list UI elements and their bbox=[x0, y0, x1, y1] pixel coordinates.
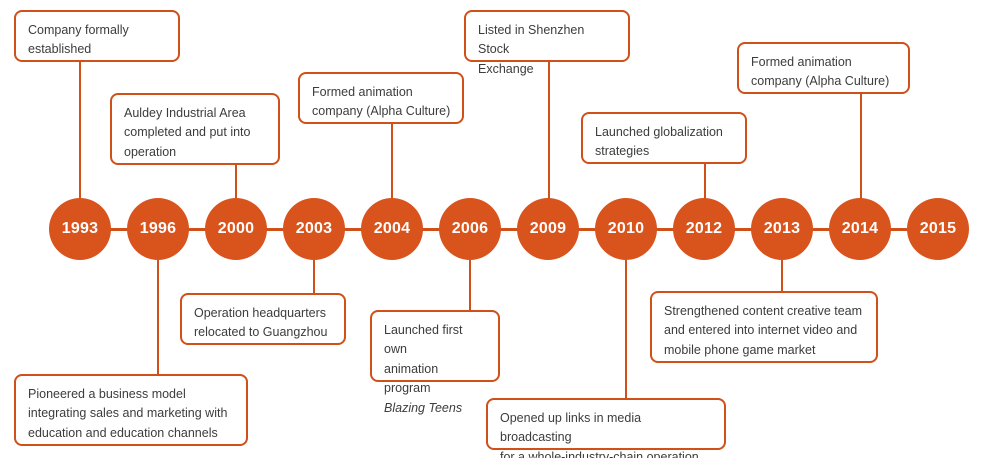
year-label: 1993 bbox=[61, 220, 99, 237]
year-label: 1996 bbox=[139, 220, 177, 237]
callout-line: Launched globalization bbox=[595, 125, 723, 139]
year-node-2006[interactable]: 2006 bbox=[439, 198, 501, 260]
year-node-2000[interactable]: 2000 bbox=[205, 198, 267, 260]
year-node-2013[interactable]: 2013 bbox=[751, 198, 813, 260]
callout-line: strategies bbox=[595, 144, 650, 159]
callout-line: completed and put into bbox=[124, 125, 251, 140]
callout-line: Auldey Industrial Area bbox=[124, 106, 246, 120]
callout-blazing-teens[interactable]: Launched first own animation program Bla… bbox=[370, 310, 500, 415]
callout-line: education and education channels bbox=[28, 425, 218, 440]
year-node-2004[interactable]: 2004 bbox=[361, 198, 423, 260]
callout-alpha-culture-2004[interactable]: Formed animation company (Alpha Culture) bbox=[298, 72, 464, 124]
callout-line: animation program bbox=[384, 361, 439, 396]
callout-shenzhen-listing[interactable]: Listed in Shenzhen Stock Exchange bbox=[464, 10, 630, 76]
callout-line: Operation headquarters bbox=[194, 306, 327, 320]
connector-stem-2006 bbox=[469, 260, 471, 310]
year-node-2003[interactable]: 2003 bbox=[283, 198, 345, 260]
callout-line: integrating sales and marketing with bbox=[28, 406, 228, 421]
connector-stem-1996 bbox=[157, 260, 159, 374]
year-node-2010[interactable]: 2010 bbox=[595, 198, 657, 260]
year-label: 2015 bbox=[919, 220, 957, 237]
connector-stem-2010 bbox=[625, 260, 627, 398]
callout-line: for a whole-industry-chain operation bbox=[500, 449, 699, 458]
callout-line: Opened up links in media broadcasting bbox=[500, 411, 642, 445]
callout-line: Company formally bbox=[28, 23, 129, 37]
callout-line-italic: Blazing Teens bbox=[384, 400, 463, 415]
connector-stem-1993 bbox=[79, 62, 81, 199]
year-node-2009[interactable]: 2009 bbox=[517, 198, 579, 260]
year-label: 2006 bbox=[451, 220, 489, 237]
callout-line: Formed animation bbox=[312, 85, 413, 99]
connector-stem-2009 bbox=[548, 62, 550, 199]
year-label: 2003 bbox=[295, 220, 333, 237]
callout-hq-relocated[interactable]: Operation headquarters relocated to Guan… bbox=[180, 293, 346, 345]
year-label: 2012 bbox=[685, 220, 723, 237]
year-node-1996[interactable]: 1996 bbox=[127, 198, 189, 260]
year-node-2015[interactable]: 2015 bbox=[907, 198, 969, 260]
callout-line: Exchange bbox=[478, 61, 534, 76]
connector-stem-2014 bbox=[860, 94, 862, 199]
callout-pioneered-model[interactable]: Pioneered a business model integrating s… bbox=[14, 374, 248, 446]
year-label: 2014 bbox=[841, 220, 879, 237]
year-node-2012[interactable]: 2012 bbox=[673, 198, 735, 260]
connector-stem-2004 bbox=[391, 124, 393, 199]
callout-globalization[interactable]: Launched globalization strategies bbox=[581, 112, 747, 164]
callout-line: established bbox=[28, 42, 92, 57]
callout-line: company (Alpha Culture) bbox=[751, 74, 890, 89]
callout-line: Launched first own bbox=[384, 323, 463, 357]
callout-auldey-industrial[interactable]: Auldey Industrial Area completed and put… bbox=[110, 93, 280, 165]
connector-stem-2012 bbox=[704, 164, 706, 199]
callout-line: Listed in Shenzhen Stock bbox=[478, 23, 585, 57]
year-label: 2013 bbox=[763, 220, 801, 237]
callout-line: and entered into internet video and bbox=[664, 323, 858, 338]
connector-stem-2013 bbox=[781, 260, 783, 291]
callout-line: Strengthened content creative team bbox=[664, 304, 863, 318]
callout-line: Pioneered a business model bbox=[28, 387, 186, 401]
callout-line: mobile phone game market bbox=[664, 342, 816, 357]
year-label: 2009 bbox=[529, 220, 567, 237]
year-label: 2010 bbox=[607, 220, 645, 237]
callout-line: company (Alpha Culture) bbox=[312, 104, 451, 119]
callout-alpha-culture-2014[interactable]: Formed animation company (Alpha Culture) bbox=[737, 42, 910, 94]
timeline-axis-line bbox=[78, 228, 942, 231]
connector-stem-2003 bbox=[313, 260, 315, 293]
callout-company-established[interactable]: Company formally established bbox=[14, 10, 180, 62]
callout-media-broadcasting[interactable]: Opened up links in media broadcasting fo… bbox=[486, 398, 726, 458]
year-node-1993[interactable]: 1993 bbox=[49, 198, 111, 260]
year-label: 2000 bbox=[217, 220, 255, 237]
year-node-2014[interactable]: 2014 bbox=[829, 198, 891, 260]
callout-content-creative[interactable]: Strengthened content creative team and e… bbox=[650, 291, 878, 363]
callout-line: relocated to Guangzhou bbox=[194, 325, 328, 340]
connector-stem-2000 bbox=[235, 165, 237, 199]
callout-line: operation bbox=[124, 144, 177, 159]
year-label: 2004 bbox=[373, 220, 411, 237]
callout-line: Formed animation bbox=[751, 55, 852, 69]
